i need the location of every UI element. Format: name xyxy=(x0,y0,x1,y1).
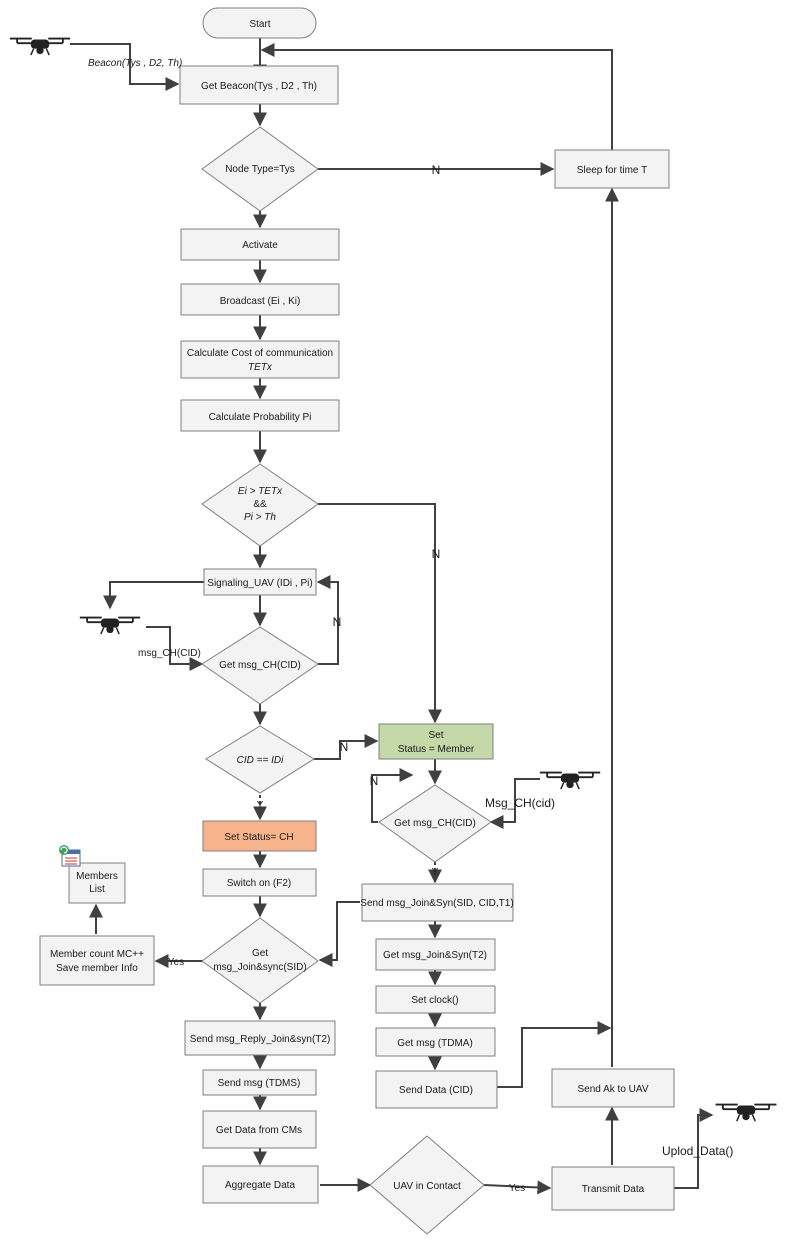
send-data-label: Send Data (CID) xyxy=(399,1085,473,1096)
right-y-label: Y xyxy=(432,867,439,878)
get-msg-ch-right-label: Get msg_CH(CID) xyxy=(394,818,476,829)
node-type-decision: Node Type=Tys xyxy=(201,126,319,212)
uav-contact-label: UAV in Contact xyxy=(393,1181,461,1192)
get-msg-ch-right-decision: Get msg_CH(CID) xyxy=(378,784,492,863)
sleep-box: Sleep for time T xyxy=(554,149,670,189)
set-member-line1: Set xyxy=(428,730,443,741)
member-count-line1: Member count MC++ xyxy=(50,949,144,960)
set-clock-box: Set clock() xyxy=(375,985,496,1014)
drone-icon xyxy=(538,771,602,790)
set-member-box: Set Status = Member xyxy=(378,723,494,760)
signaling-uav-label: Signaling_UAV (IDi , Pi) xyxy=(207,578,312,589)
msg-ch-right-edge-label: Msg_CH(cid) xyxy=(485,796,555,810)
uav-contact-decision: UAV in Contact xyxy=(369,1135,485,1235)
get-join-sync-decision: Get msg_Join&sync(SID) xyxy=(201,917,319,1004)
get-join-sync-line1: Get xyxy=(252,948,268,959)
get-join-sync-line2: msg_Join&sync(SID) xyxy=(213,962,306,973)
members-list-icon xyxy=(59,845,81,867)
calc-cost-box: Calculate Cost of communication TETx xyxy=(180,340,340,379)
transmit-data-label: Transmit Data xyxy=(582,1184,645,1195)
set-ch-box: Set Status= CH xyxy=(202,820,317,852)
send-ak-box: Send Ak to UAV xyxy=(551,1068,675,1108)
right-loop-n-label: N xyxy=(370,774,379,788)
get-data-cms-box: Get Data from CMs xyxy=(202,1110,317,1149)
signaling-uav-box: Signaling_UAV (IDi , Pi) xyxy=(203,568,317,596)
energy-n-label: N xyxy=(432,547,441,561)
calc-cost-label: Calculate Cost of communication xyxy=(187,348,333,359)
broadcast-label: Broadcast (Ei , Ki) xyxy=(220,296,301,307)
send-reply-label: Send msg_Reply_Join&syn(T2) xyxy=(190,1034,331,1045)
energy-condition-line2: && xyxy=(253,499,267,510)
member-count-line2: Save member Info xyxy=(56,963,138,974)
energy-condition-decision: Ei > TETx && Pi > Th xyxy=(201,463,319,547)
get-msg-ch-left-decision: Get msg_CH(CID) xyxy=(201,626,319,705)
send-join-box: Send msg_Join&Syn(SID, CID,T1) xyxy=(360,883,514,922)
switch-on-label: Switch on (F2) xyxy=(227,878,291,889)
node-type-label: Node Type=Tys xyxy=(225,164,295,175)
get-join-t2-box: Get msg_Join&Syn(T2) xyxy=(375,938,496,971)
set-member-line2: Status = Member xyxy=(398,744,475,755)
drone-icon xyxy=(714,1103,778,1123)
cid-check-label: CID == IDi xyxy=(237,755,284,766)
members-list-line2: List xyxy=(89,884,105,895)
get-msg-n-label: N xyxy=(333,615,342,629)
node-type-n-label: N xyxy=(432,163,441,177)
send-ak-label: Send Ak to UAV xyxy=(578,1084,649,1095)
get-data-cms-label: Get Data from CMs xyxy=(216,1125,302,1136)
drone-icon xyxy=(78,616,142,635)
aggregate-label: Aggregate Data xyxy=(225,1180,295,1191)
calc-probability-box: Calculate Probability Pi xyxy=(180,399,340,432)
members-list-line1: Members xyxy=(76,871,118,882)
members-list-box: Members List xyxy=(68,862,126,904)
energy-condition-line1: Ei > TETx xyxy=(238,486,283,497)
start-node: Start xyxy=(202,7,317,39)
broadcast-box: Broadcast (Ei , Ki) xyxy=(180,283,340,316)
upload-edge-label: Uplod_Data() xyxy=(662,1144,733,1158)
sleep-label: Sleep for time T xyxy=(577,165,647,176)
send-reply-box: Send msg_Reply_Join&syn(T2) xyxy=(184,1020,336,1056)
get-msg-ch-left-label: Get msg_CH(CID) xyxy=(219,660,301,671)
connectors xyxy=(70,38,714,1195)
send-data-box: Send Data (CID) xyxy=(375,1070,498,1109)
member-count-box: Member count MC++ Save member Info xyxy=(39,935,155,986)
uav-yes-label: Yes xyxy=(509,1183,525,1194)
transmit-data-box: Transmit Data xyxy=(551,1166,675,1211)
msg-ch-left-edge-label: msg_CH(CID) xyxy=(138,648,201,659)
send-tdms-box: Send msg (TDMS) xyxy=(202,1069,317,1096)
get-beacon-box: Get Beacon(Tys , D2 , Th) xyxy=(179,65,339,105)
activate-label: Activate xyxy=(242,240,278,251)
cid-n-label: N xyxy=(340,740,349,754)
set-clock-label: Set clock() xyxy=(411,995,458,1006)
switch-on-box: Switch on (F2) xyxy=(202,868,317,897)
activate-box: Activate xyxy=(180,228,340,261)
join-yes-label: Yes xyxy=(168,957,184,968)
cid-check-decision: CID == IDi xyxy=(205,725,315,794)
get-tdma-box: Get msg (TDMA) xyxy=(375,1027,496,1057)
beacon-edge-label: Beacon(Tys , D2, Th) xyxy=(88,58,182,69)
calc-cost-subscript: TETx xyxy=(248,362,273,373)
energy-condition-line3: Pi > Th xyxy=(244,512,276,523)
calc-probability-label: Calculate Probability Pi xyxy=(209,412,312,423)
get-tdma-label: Get msg (TDMA) xyxy=(397,1038,473,1049)
aggregate-box: Aggregate Data xyxy=(202,1165,319,1204)
send-join-label: Send msg_Join&Syn(SID, CID,T1) xyxy=(360,898,513,909)
start-label: Start xyxy=(249,19,270,30)
get-beacon-label: Get Beacon(Tys , D2 , Th) xyxy=(201,81,317,92)
send-tdms-label: Send msg (TDMS) xyxy=(218,1078,301,1089)
set-ch-label: Set Status= CH xyxy=(224,832,293,843)
drone-icon xyxy=(8,37,72,56)
get-join-t2-label: Get msg_Join&Syn(T2) xyxy=(383,950,487,961)
cid-y-label: Y xyxy=(257,800,264,811)
